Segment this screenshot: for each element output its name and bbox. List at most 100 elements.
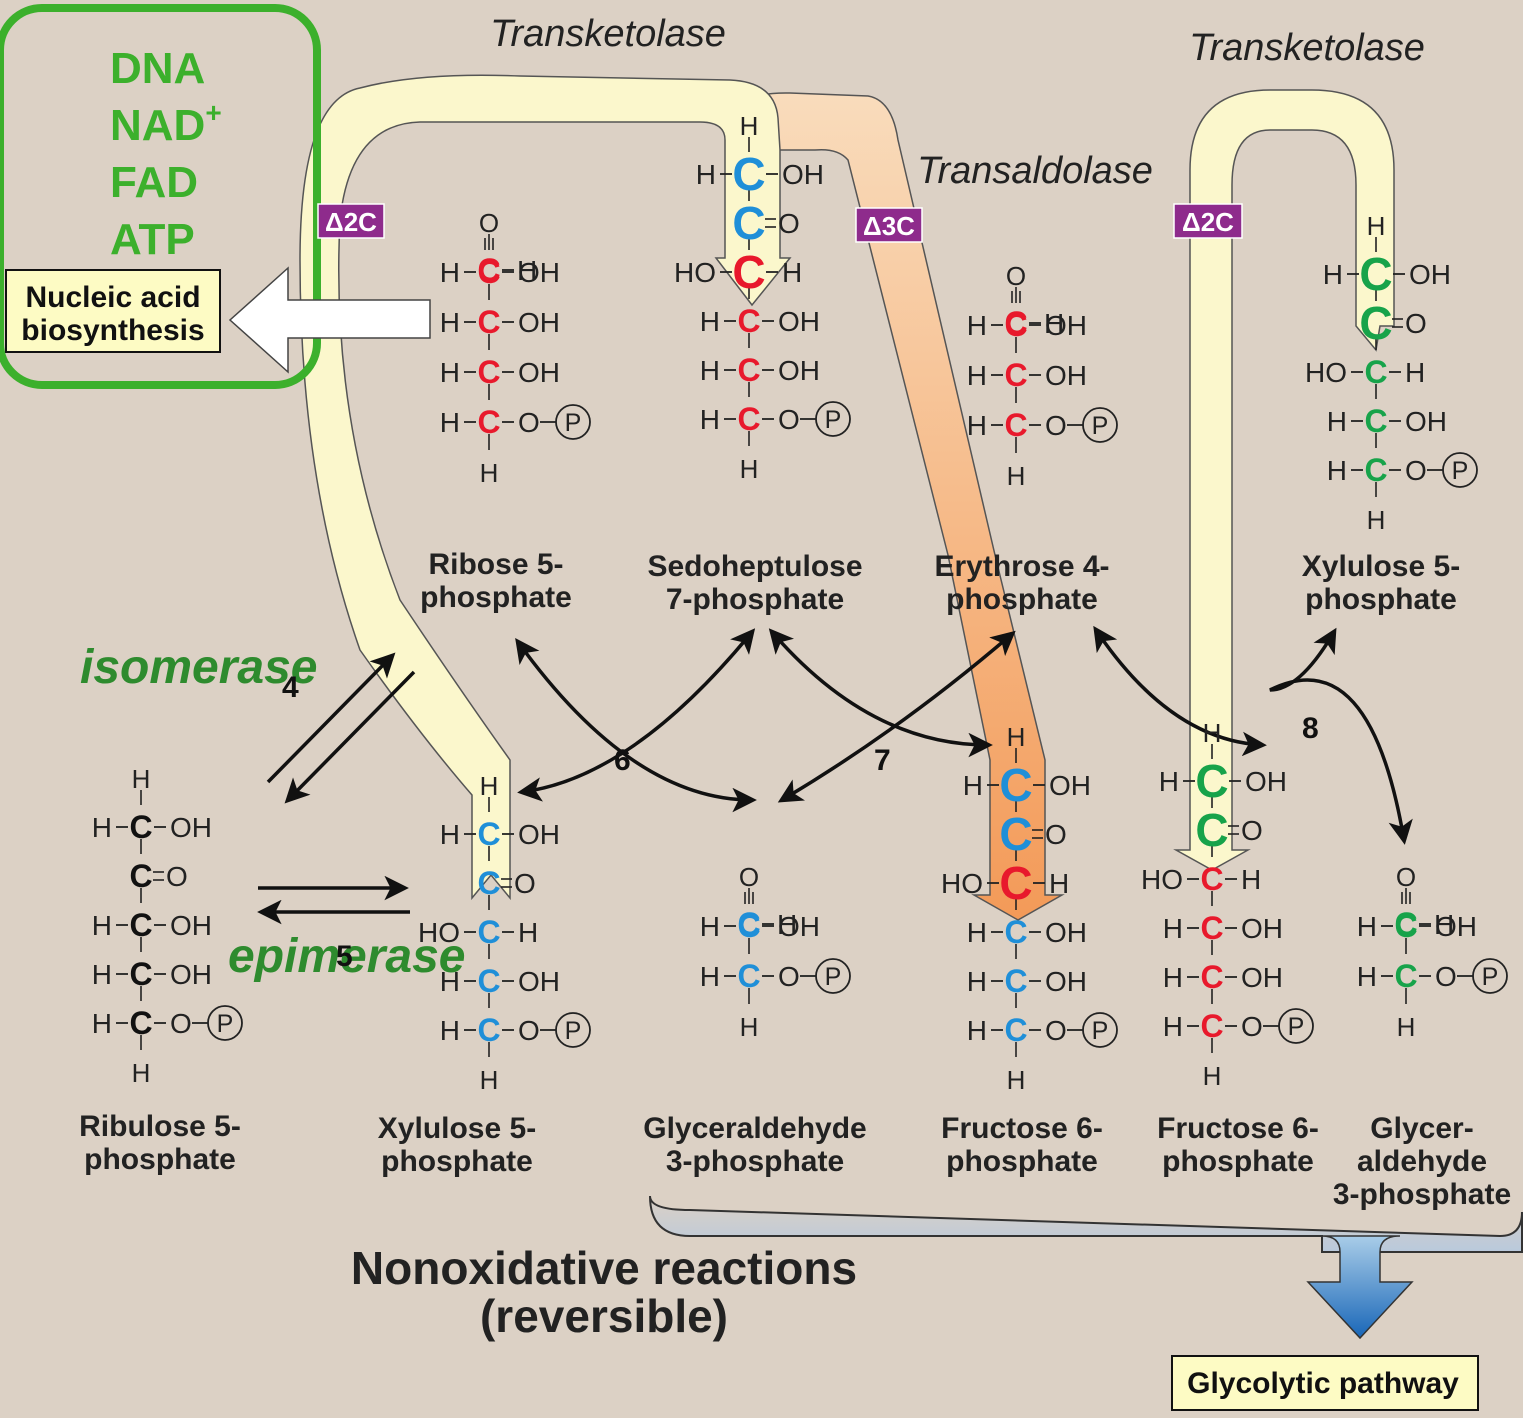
substituent-left: H (963, 770, 983, 801)
phosphate-circle (1472, 958, 1508, 994)
substituent-left: H (1163, 1011, 1183, 1042)
tag-delta-2c-left (317, 203, 385, 239)
atom-o: O (1006, 261, 1026, 291)
carbon-atom: C (737, 958, 760, 994)
substituent-left: H (967, 917, 987, 948)
nucleic-acid-line2: biosynthesis (21, 314, 204, 347)
glycolytic-down-arrow (1306, 1235, 1414, 1340)
substituent-left: H (92, 959, 112, 990)
carbon-atom: C (477, 304, 500, 340)
atom-o: O (739, 862, 759, 892)
substituent-right: OH (170, 910, 212, 941)
carbon-atom: C (129, 1005, 152, 1041)
phosphate-circle (1082, 1012, 1118, 1048)
carbon-atom: C (477, 254, 500, 290)
substituent-right: OH (518, 819, 560, 850)
molecule-name: 7-phosphate (666, 583, 844, 616)
substituent-right: H (1049, 868, 1069, 899)
carbon-atom: C (477, 354, 500, 390)
enzyme-transketolase-right: Transketolase (1189, 27, 1425, 69)
glycolytic-box (1171, 1355, 1479, 1411)
carbon-atom: C (1394, 906, 1417, 942)
carbon-atom: C (732, 246, 765, 298)
atom-h: H (480, 1065, 499, 1095)
transketolase-ribbon-left (299, 74, 792, 901)
carbon-atom: C (737, 303, 760, 339)
carbon-atom: C (1195, 804, 1228, 856)
phosphate-label: P (1288, 1013, 1305, 1041)
molecule-name: Sedoheptulose (647, 550, 862, 583)
substituent-right: OH (518, 966, 560, 997)
substituent-oxygen: O (778, 961, 800, 992)
nucleic-acid-box (5, 269, 221, 353)
substituent-right: H (782, 257, 802, 288)
atom-h: H (480, 458, 499, 488)
substituent-left: H (967, 310, 987, 341)
substituent-left: H (967, 360, 987, 391)
reaction-arrows (257, 625, 1413, 925)
carbon-atom: C (1359, 248, 1392, 300)
phosphate-label: P (825, 963, 842, 991)
atom-h: H (1007, 722, 1026, 752)
substituent-right: OH (1045, 360, 1087, 391)
molecule-name: aldehyde (1357, 1145, 1487, 1178)
atom-o: O (1396, 862, 1416, 892)
substituent-right: H (1241, 864, 1261, 895)
substituent-oxygen: O (170, 1008, 192, 1039)
molecule-name: Erythrose 4- (934, 550, 1109, 583)
substituent-right: OH (1045, 310, 1087, 341)
carbon-atom: C (1004, 407, 1027, 443)
carbon-atom: C (999, 759, 1032, 811)
carbon-atom: C (129, 907, 152, 943)
carbon-atom: C (737, 401, 760, 437)
substituent-left: H (92, 812, 112, 843)
phosphate-label: P (825, 406, 842, 434)
glycolytic-label: Glycolytic pathway (1187, 1367, 1459, 1400)
enzyme-transketolase-top: Transketolase (490, 13, 726, 55)
substituent-left: H (967, 1015, 987, 1046)
carbon-atom: C (1195, 755, 1228, 807)
substituent-left: H (1357, 961, 1377, 992)
substituent-oxygen: O (778, 208, 800, 239)
carbon-atom: C (129, 809, 152, 845)
substituent-left: H (700, 306, 720, 337)
substituent-left: H (696, 159, 716, 190)
atom-h: H (740, 454, 759, 484)
carbon-atom: C (1004, 357, 1027, 393)
carbon-atom: C (477, 816, 500, 852)
substituent-right: OH (170, 959, 212, 990)
carbon-atom: C (1200, 959, 1223, 995)
carbon-atom: C (129, 956, 152, 992)
molecule-name: Ribulose 5- (79, 1110, 241, 1143)
molecule-name: Xylulose 5- (1302, 550, 1460, 583)
cofactor-nad-text: NAD (110, 101, 205, 150)
atom-h: H (1397, 1012, 1416, 1042)
nucleic-acid-arrow (228, 266, 431, 374)
substituent-left: H (967, 966, 987, 997)
phosphate-circle (1442, 452, 1478, 488)
carbon-atom: C (1364, 354, 1387, 390)
substituent-right: OH (518, 357, 560, 388)
arrow-r7-a (768, 628, 993, 758)
enzyme-epimerase: epimerase (228, 930, 466, 983)
substituent-right: OH (1435, 911, 1477, 942)
substituent-right: OH (1409, 259, 1451, 290)
enzyme-isomerase: isomerase (80, 641, 318, 694)
substituent-right: H (1044, 308, 1064, 339)
phosphate-circle (815, 401, 851, 437)
substituent-oxygen: O (1045, 410, 1067, 441)
molecule-name: phosphate (946, 583, 1098, 616)
cofactor-box (0, 4, 321, 389)
enzyme-transaldolase: Transaldolase (917, 150, 1153, 192)
atom-h: H (1007, 461, 1026, 491)
phosphate-label: P (1092, 1017, 1109, 1045)
step-5: 5 (336, 940, 353, 973)
atom-h: H (132, 1058, 151, 1088)
substituent-left: H (440, 966, 460, 997)
